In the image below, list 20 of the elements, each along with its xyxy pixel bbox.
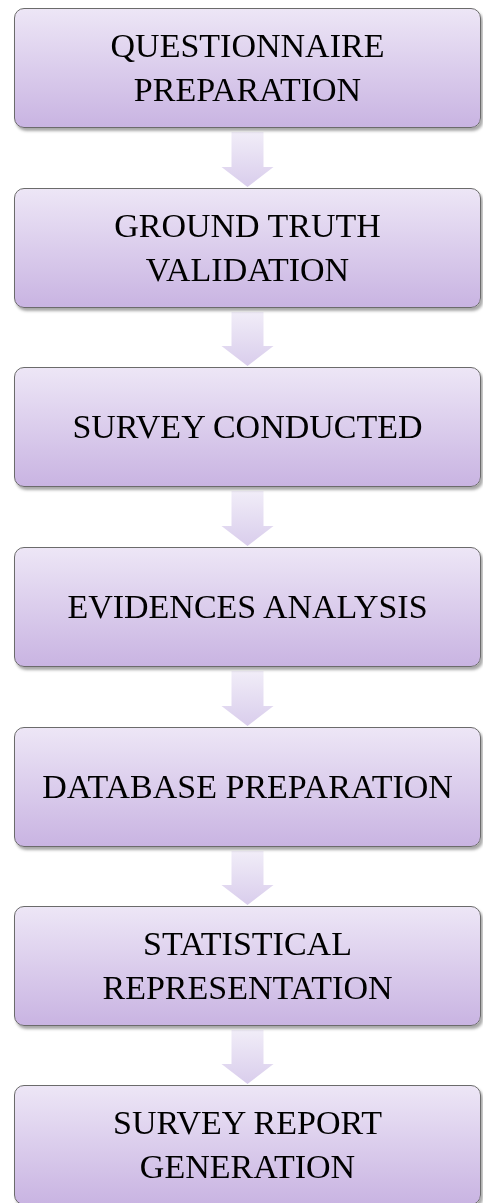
step-label: SURVEY REPORT GENERATION xyxy=(112,1103,383,1187)
process-box xyxy=(14,906,481,1026)
arrow xyxy=(221,491,274,546)
step-label: GROUND TRUTH VALIDATION xyxy=(113,206,382,290)
process-box xyxy=(14,1085,481,1203)
arrow xyxy=(221,132,274,187)
process-box xyxy=(14,367,481,487)
step-label: EVIDENCES ANALYSIS xyxy=(67,587,428,627)
arrow xyxy=(221,1030,274,1084)
arrow xyxy=(221,671,274,726)
arrow xyxy=(221,851,274,905)
step-label: QUESTIONNAIRE PREPARATION xyxy=(109,26,386,110)
step-label: DATABASE PREPARATION xyxy=(42,767,453,807)
process-box xyxy=(14,188,481,308)
process-box xyxy=(14,727,481,847)
step-label: STATISTICAL REPRESENTATION xyxy=(101,924,394,1008)
process-box xyxy=(14,8,481,128)
process-box xyxy=(14,547,481,667)
step-label: SURVEY CONDUCTED xyxy=(72,407,423,447)
arrow xyxy=(221,312,274,366)
